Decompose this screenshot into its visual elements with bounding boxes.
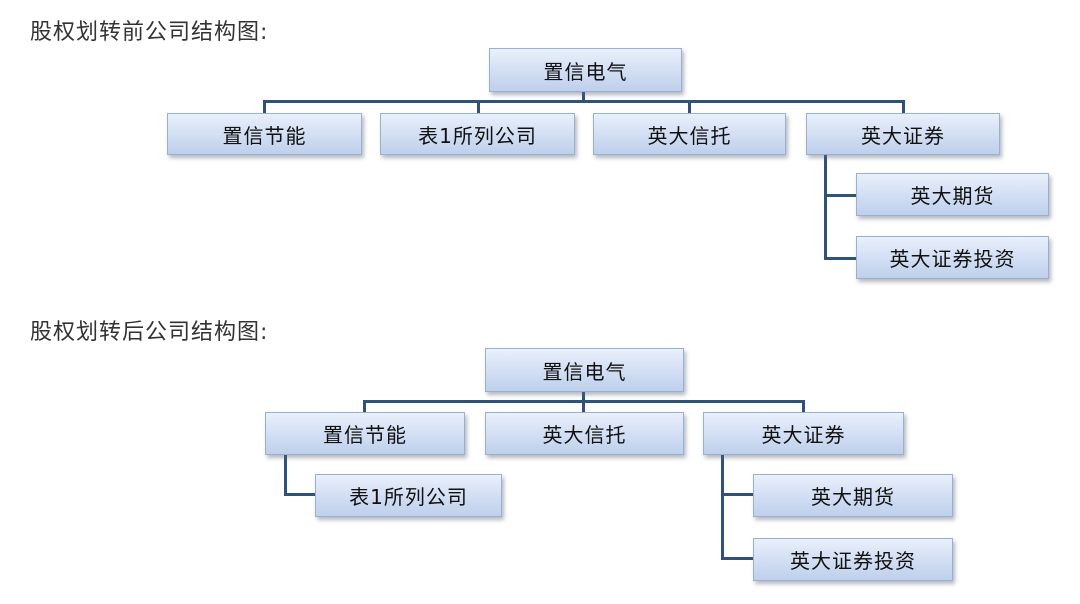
after-securities-sub-node-1: 英大期货 xyxy=(753,474,953,517)
after-caption: 股权划转后公司结构图: xyxy=(30,320,269,345)
after-child-node-3: 英大证券 xyxy=(703,412,904,455)
after-connector-energy-stem xyxy=(284,454,287,496)
after-connector-branch-investment xyxy=(721,557,754,560)
before-securities-sub-node-1: 英大期货 xyxy=(856,173,1049,216)
before-connector-branch-investment xyxy=(824,257,857,260)
before-child-node-1: 置信节能 xyxy=(167,113,362,155)
before-child-node-2: 表1所列公司 xyxy=(380,113,575,155)
after-connector-branch-futures xyxy=(721,493,754,496)
before-connector-drop-3 xyxy=(688,100,691,113)
before-root-node: 置信电气 xyxy=(489,48,682,92)
after-child-node-1: 置信节能 xyxy=(265,412,465,455)
after-connector-securities-stem xyxy=(721,454,724,560)
before-child-node-4: 英大证券 xyxy=(806,113,1000,155)
after-connector-drop-3 xyxy=(802,400,805,412)
before-child-node-3: 英大信托 xyxy=(593,113,786,155)
after-child-node-2: 英大信托 xyxy=(485,412,684,455)
before-securities-sub-node-2: 英大证券投资 xyxy=(856,236,1049,279)
after-securities-sub-node-2: 英大证券投资 xyxy=(753,538,953,581)
before-connector-securities-stem xyxy=(824,154,827,260)
after-connector-drop-1 xyxy=(363,400,366,412)
before-connector-branch-futures xyxy=(824,194,857,197)
before-connector-root-down xyxy=(582,92,585,102)
after-energy-sub-node-1: 表1所列公司 xyxy=(315,474,502,517)
after-connector-root-down xyxy=(582,391,585,402)
before-caption: 股权划转前公司结构图: xyxy=(30,20,269,45)
before-connector-drop-4 xyxy=(902,100,905,113)
before-connector-drop-1 xyxy=(263,100,266,113)
after-root-node: 置信电气 xyxy=(485,348,684,392)
after-connector-branch-listed xyxy=(284,493,317,496)
before-connector-bus xyxy=(263,100,905,103)
before-connector-drop-2 xyxy=(477,100,480,113)
after-connector-drop-2 xyxy=(582,400,585,412)
